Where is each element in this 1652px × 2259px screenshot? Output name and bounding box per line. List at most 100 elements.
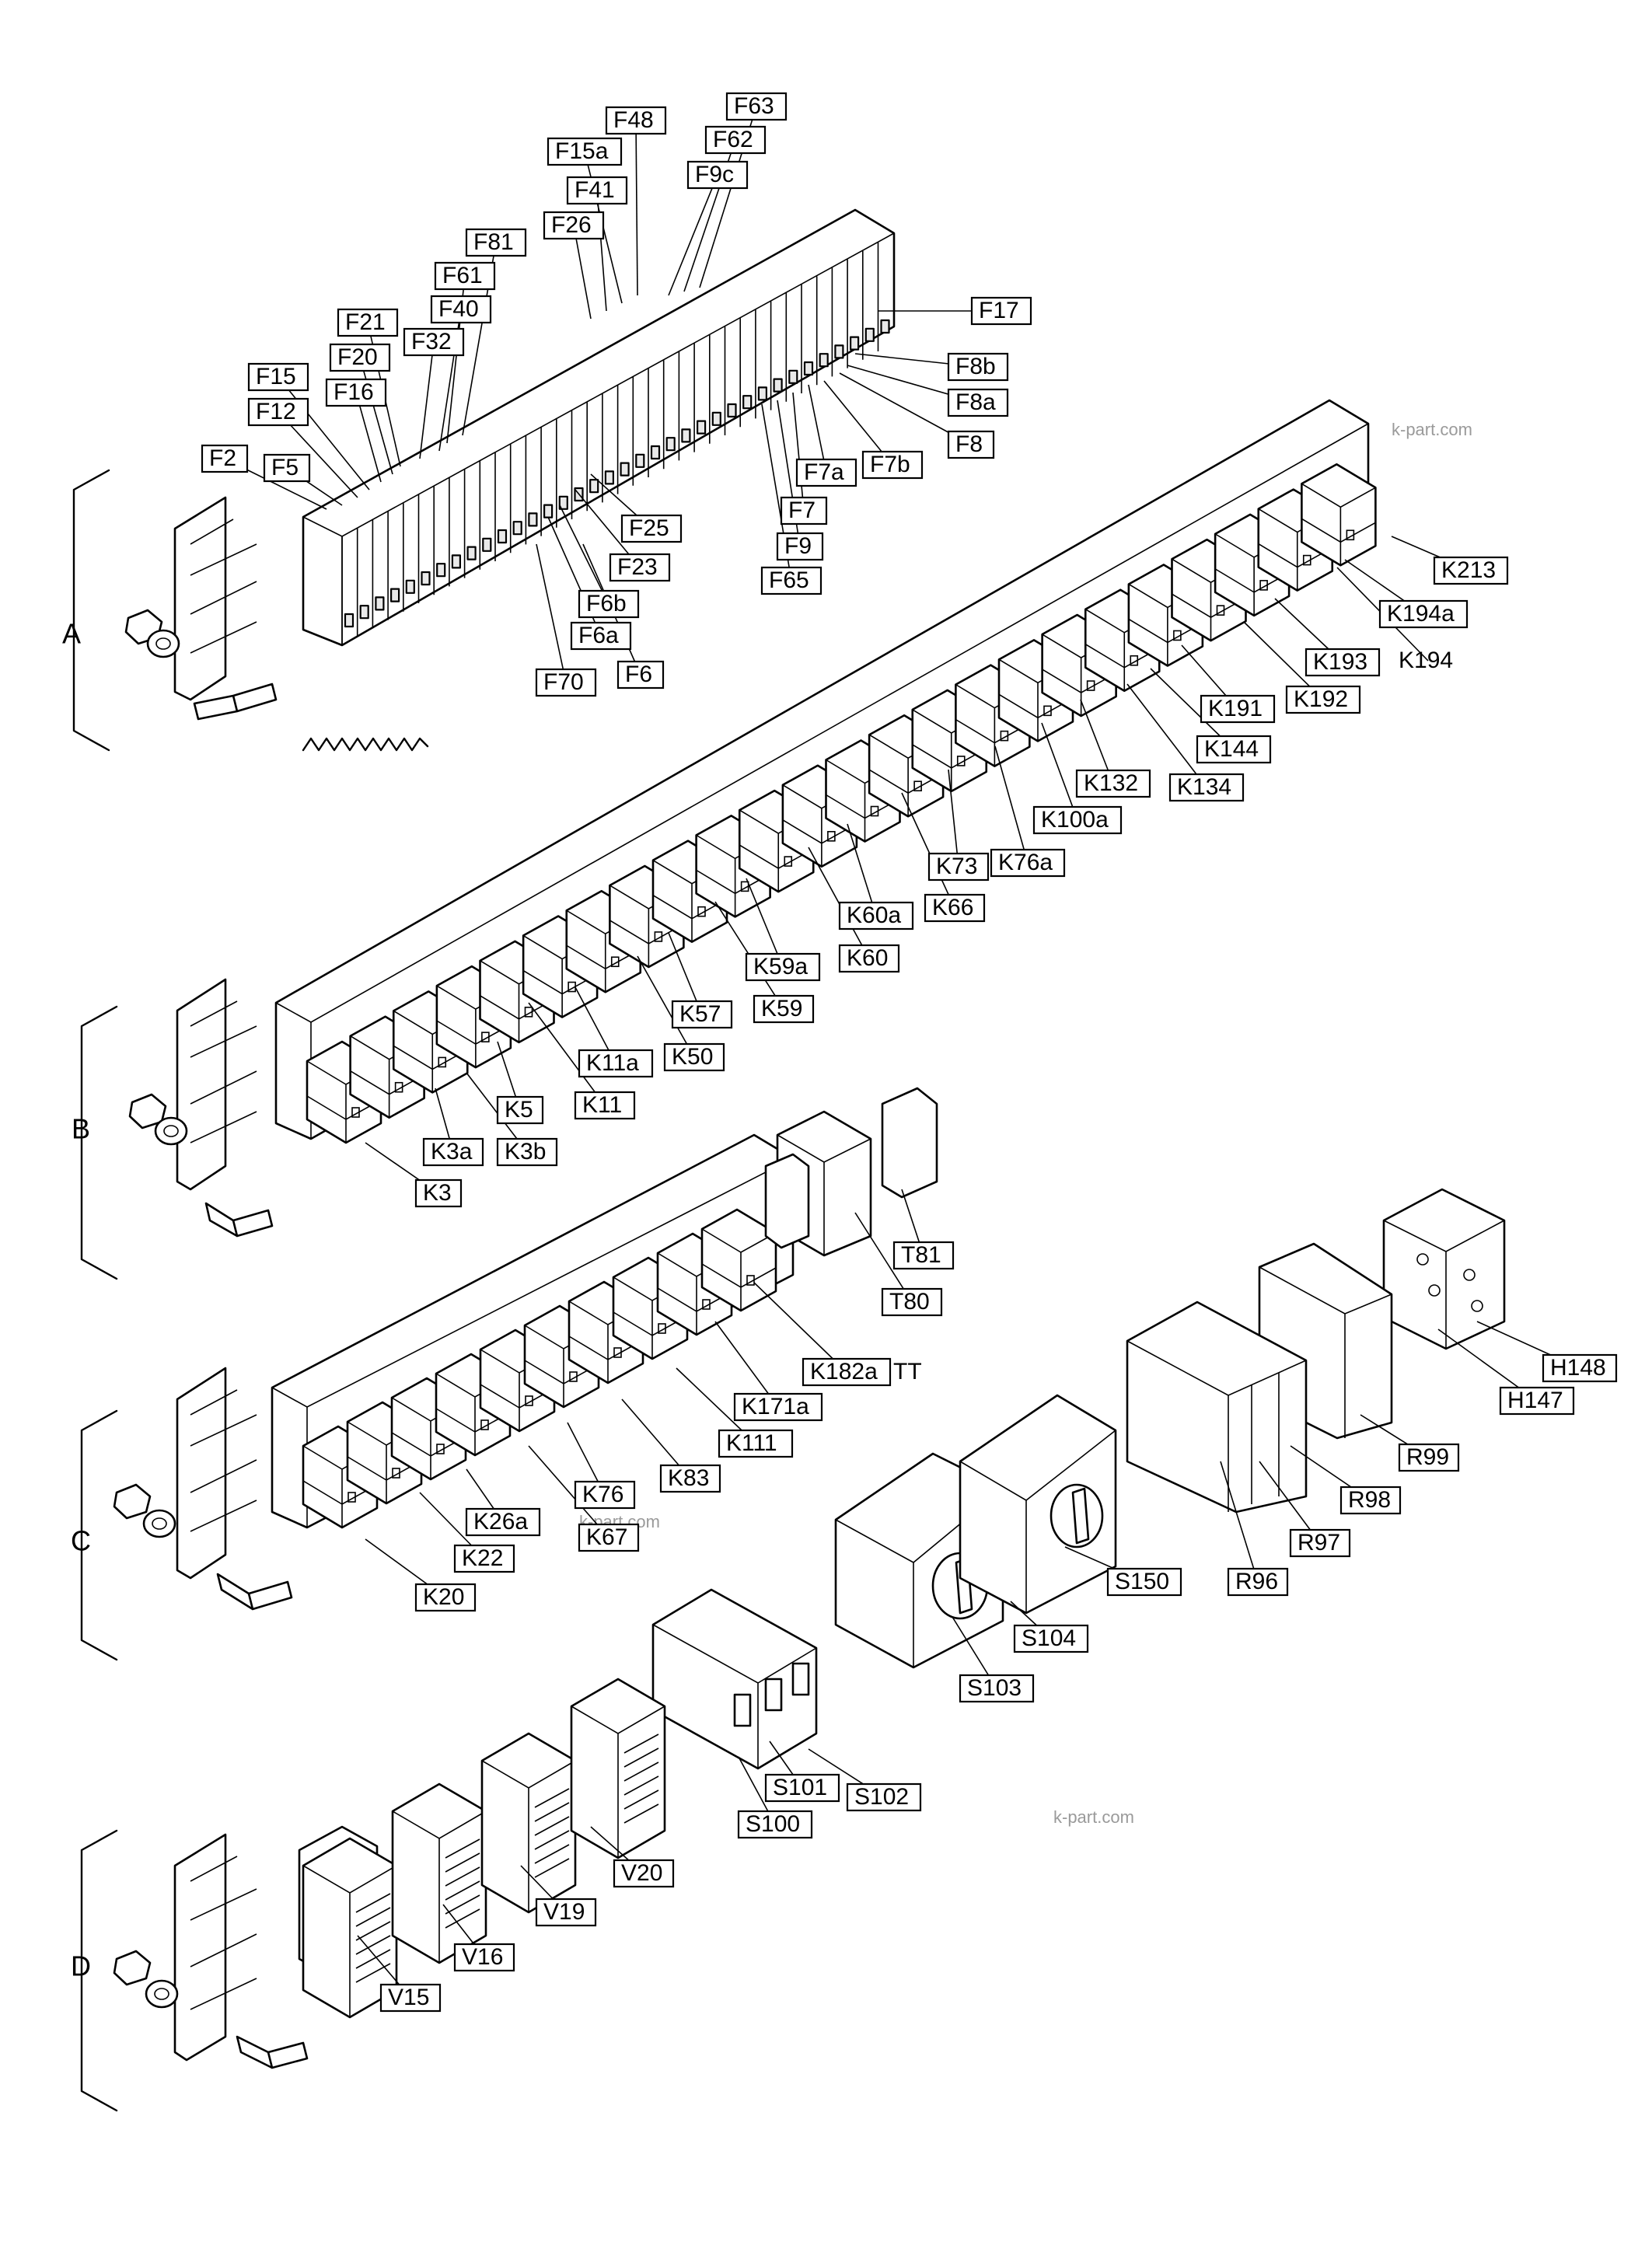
terminal-block-h147-h148 — [1382, 1188, 1506, 1350]
callout-s104: S104 — [1013, 1624, 1089, 1653]
callout-f8a: F8a — [947, 388, 1009, 417]
callout-label: F7a — [804, 459, 844, 485]
callout-r96: R96 — [1227, 1567, 1289, 1597]
callout-label: F23 — [617, 554, 658, 580]
callout-k3: K3 — [414, 1178, 463, 1208]
callout-k66: K66 — [924, 893, 986, 923]
callout-f23: F23 — [609, 553, 671, 582]
fuse-strip — [302, 208, 896, 647]
callout-k83: K83 — [659, 1464, 721, 1493]
callout-f41: F41 — [566, 176, 628, 205]
callout-label: F6a — [578, 623, 619, 648]
callout-label: F17 — [979, 298, 1019, 323]
callout-f7a: F7a — [795, 458, 857, 487]
callout-label: F65 — [769, 567, 809, 593]
callout-label: F15 — [256, 364, 296, 389]
callout-label: R98 — [1348, 1487, 1391, 1513]
callout-k171a: K171a — [733, 1392, 823, 1422]
callout-f7b: F7b — [861, 450, 924, 480]
callout-k111: K111 — [718, 1429, 794, 1458]
callout-label: F9c — [695, 162, 734, 187]
callout-label: S101 — [773, 1775, 827, 1800]
callout-label: K3a — [431, 1139, 473, 1164]
mounting-hardware-c — [113, 1367, 293, 1611]
callout-label: K11a — [586, 1050, 639, 1076]
group-c-bracket — [80, 1409, 118, 1661]
callout-k60: K60 — [838, 944, 900, 973]
callout-label: F63 — [734, 93, 774, 119]
callout-label: K191 — [1208, 696, 1263, 721]
callout-r98: R98 — [1339, 1486, 1402, 1515]
mounting-hardware-a — [124, 496, 278, 721]
callout-label: K192 — [1294, 686, 1348, 712]
callout-label: K76 — [582, 1482, 623, 1507]
callout-label: K59 — [761, 996, 802, 1021]
callout-f9: F9 — [776, 532, 824, 561]
callout-k192: K192 — [1285, 685, 1361, 714]
callout-label: F2 — [209, 445, 236, 471]
callout-label: K144 — [1204, 736, 1259, 762]
callout-f32: F32 — [403, 327, 465, 357]
callout-f7: F7 — [780, 496, 828, 525]
group-label-c: C — [71, 1525, 91, 1557]
callout-k134: K134 — [1168, 773, 1245, 802]
callout-label: H147 — [1507, 1388, 1563, 1413]
switch-block-s100-s102 — [651, 1588, 818, 1770]
callout-k5: K5 — [496, 1095, 544, 1125]
rotary-switch-s150 — [959, 1394, 1117, 1615]
callout-label: S102 — [854, 1784, 909, 1810]
callout-h148: H148 — [1542, 1353, 1618, 1383]
callout-k194: K194 — [1399, 648, 1453, 673]
callout-label: F6 — [625, 662, 652, 687]
callout-f16: F16 — [325, 378, 387, 407]
watermark: k-part.com — [1392, 420, 1472, 439]
module-strip-v — [298, 1678, 666, 2019]
callout-tt: TT — [893, 1359, 922, 1384]
callout-f26: F26 — [543, 211, 605, 240]
callout-f40: F40 — [430, 295, 492, 324]
callout-k3a: K3a — [422, 1137, 484, 1167]
callout-f25: F25 — [620, 514, 683, 543]
callout-k193: K193 — [1304, 648, 1381, 677]
callout-label: K111 — [726, 1430, 777, 1456]
callout-label: K76a — [998, 850, 1053, 875]
callout-t80: T80 — [881, 1287, 943, 1317]
callout-f81: F81 — [465, 228, 527, 257]
callout-k57: K57 — [671, 1000, 733, 1029]
callout-label: S100 — [746, 1811, 800, 1837]
callout-f8: F8 — [947, 430, 995, 459]
callout-label: V16 — [462, 1944, 503, 1970]
callout-label: T80 — [889, 1289, 930, 1315]
callout-v16: V16 — [453, 1943, 515, 1972]
callout-f9c: F9c — [686, 160, 749, 190]
callout-k22: K22 — [453, 1544, 515, 1573]
callout-label: TT — [893, 1359, 922, 1384]
relay-strip-c — [271, 1133, 795, 1529]
callout-label: K83 — [668, 1465, 709, 1491]
callout-label: K213 — [1441, 557, 1496, 583]
callout-label: K20 — [423, 1584, 464, 1610]
callout-v15: V15 — [379, 1983, 442, 2013]
callout-label: K66 — [932, 895, 973, 920]
callout-k59: K59 — [753, 994, 815, 1024]
callout-label: F15a — [555, 138, 609, 164]
callout-k194a: K194a — [1378, 599, 1469, 629]
callout-label: F26 — [551, 212, 592, 238]
callout-label: K57 — [679, 1001, 721, 1027]
callout-label: F20 — [337, 344, 378, 370]
callout-f6b: F6b — [578, 589, 640, 619]
callout-k20: K20 — [414, 1583, 477, 1612]
callout-k213: K213 — [1433, 556, 1509, 585]
callout-v19: V19 — [535, 1898, 597, 1927]
callout-label: K50 — [672, 1044, 713, 1070]
watermark: k-part.com — [1053, 1807, 1134, 1827]
callout-k132: K132 — [1075, 769, 1151, 798]
callout-label: K5 — [505, 1097, 533, 1123]
callout-label: F7 — [788, 498, 816, 523]
group-label-b: B — [72, 1113, 90, 1145]
callout-k144: K144 — [1196, 735, 1272, 764]
callout-label: K59a — [753, 954, 808, 979]
mounting-hardware-b — [128, 978, 274, 1238]
